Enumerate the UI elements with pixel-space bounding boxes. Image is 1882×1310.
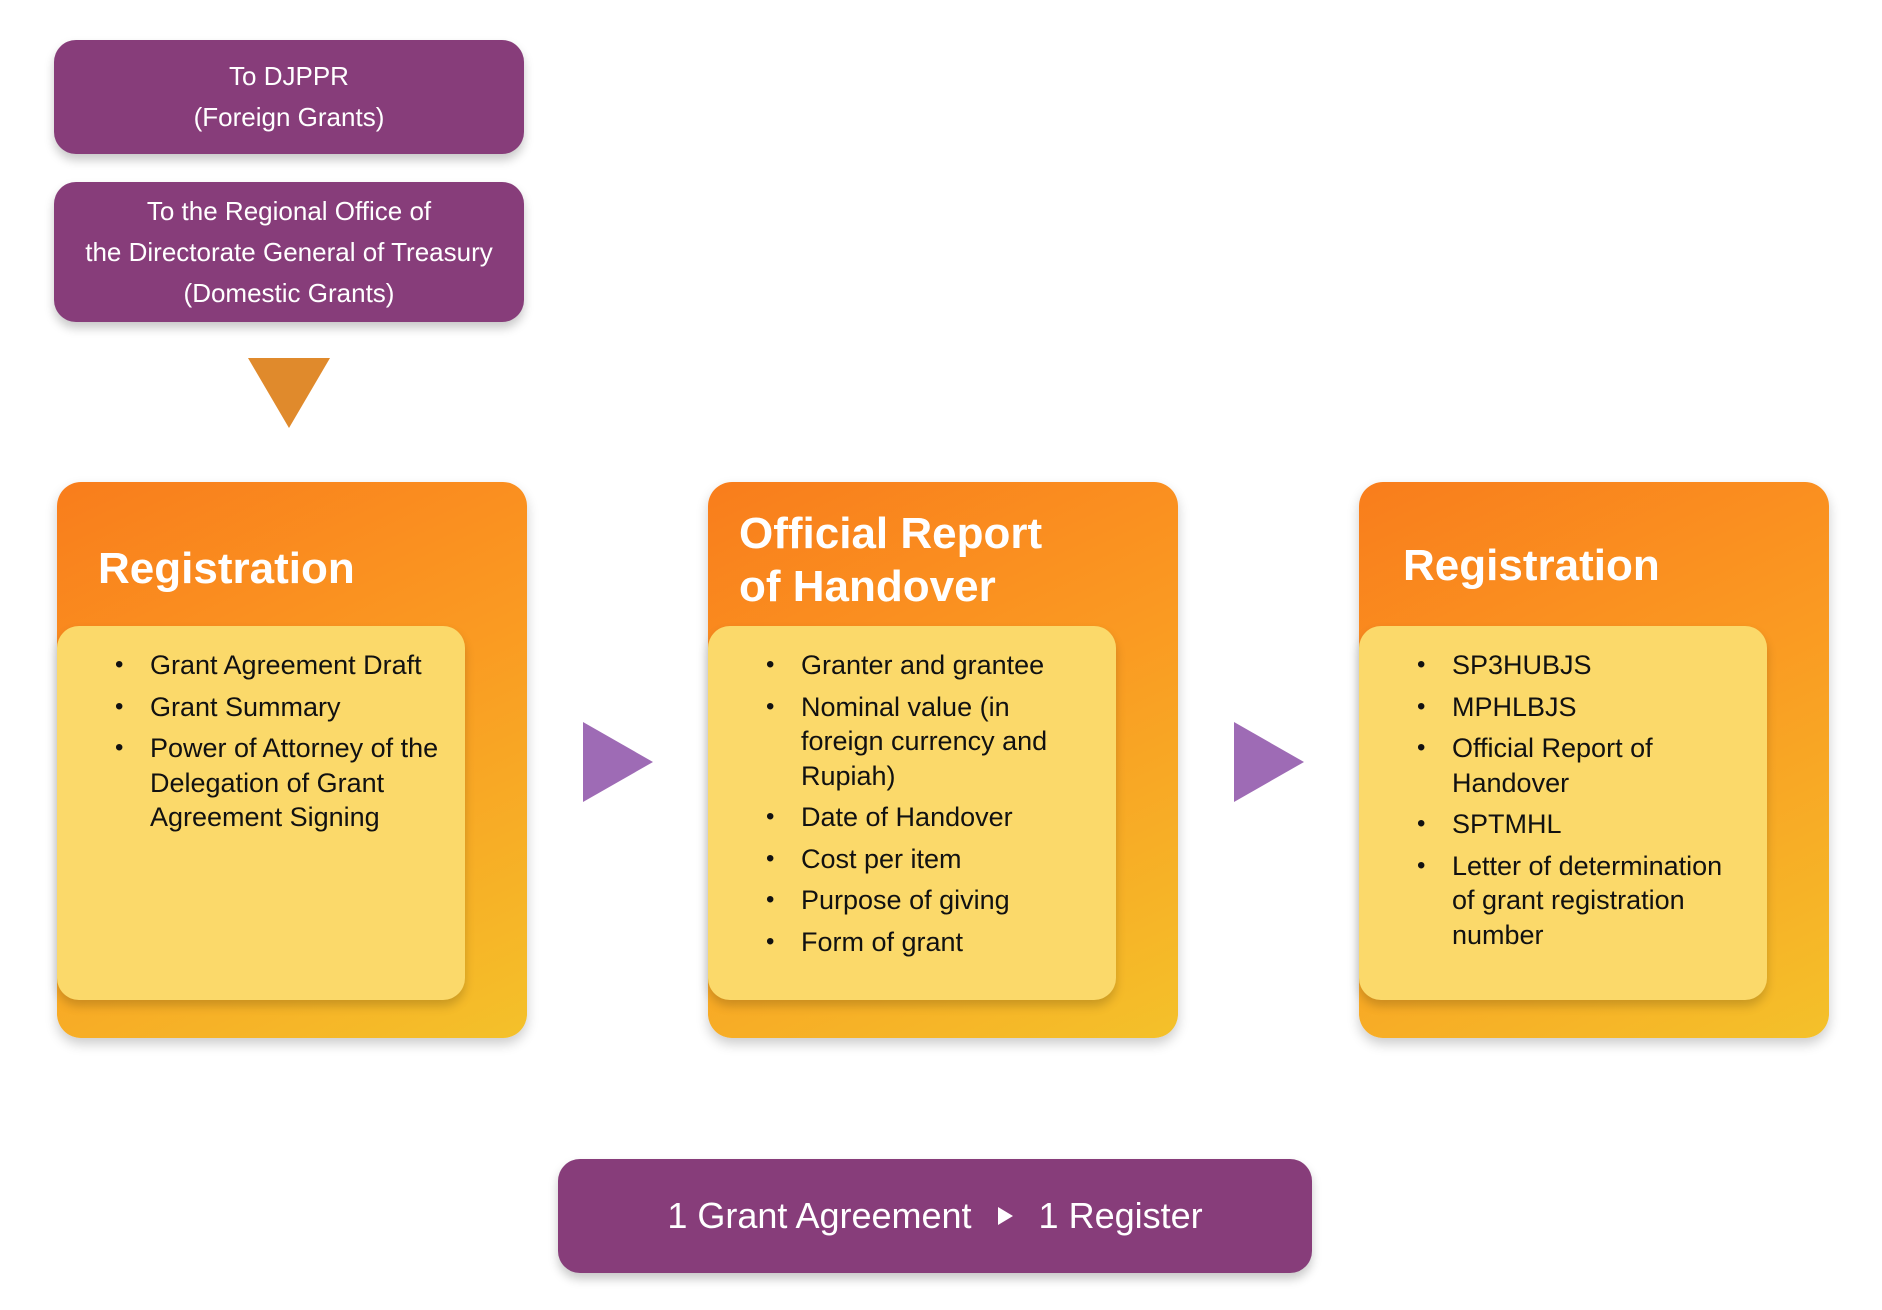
list-item: • Date of Handover xyxy=(766,800,1096,835)
list-item: • Grant Summary xyxy=(115,690,445,725)
list-item-text: Power of Attorney of the Delegation of G… xyxy=(150,733,439,832)
destination-text-line: To DJPPR xyxy=(229,61,349,91)
stage-title-line: Registration xyxy=(1403,541,1660,590)
list-item-text: Date of Handover xyxy=(801,802,1013,832)
stage-items-panel: • Grant Agreement Draft • Grant Summary • P… xyxy=(57,626,465,1000)
list-item-text: Letter of determination of grant registr… xyxy=(1452,850,1723,950)
summary-left-text: 1 Grant Agreement xyxy=(667,1195,972,1236)
bullet-icon: • xyxy=(115,734,124,761)
stage-title: Official Report of Handover xyxy=(739,507,1042,613)
destination-text-line: (Domestic Grants) xyxy=(183,277,395,308)
stage-title-line: of Handover xyxy=(739,562,996,611)
destination-regional-office-box: To the Regional Office of the Directorat… xyxy=(54,182,524,322)
stage-title-line: Registration xyxy=(98,544,355,593)
stage-card-registration: Registration • Grant Agreement Draft • Gra… xyxy=(57,482,527,1038)
bullet-icon: • xyxy=(1417,810,1426,837)
destination-djppr-box: To DJPPR (Foreign Grants) xyxy=(54,40,524,154)
stage-title-line: Official Report xyxy=(739,509,1043,558)
triangle-right-icon xyxy=(583,722,653,802)
list-item-text: Cost per item xyxy=(801,843,962,874)
bullet-icon: • xyxy=(1417,651,1426,678)
stage-title: Registration xyxy=(1403,539,1660,592)
destination-text-line: (Foreign Grants) xyxy=(193,102,385,132)
summary-banner: 1 Grant Agreement 1 Register xyxy=(558,1159,1312,1273)
list-item: • Official Report of Handover xyxy=(1417,731,1747,800)
bullet-icon: • xyxy=(115,692,124,720)
list-item: • Granter and grantee xyxy=(766,648,1096,683)
bullet-icon: • xyxy=(766,803,775,830)
list-item: • SP3HUBJS xyxy=(1417,648,1747,683)
list-item-text: Official Report of Handover xyxy=(1452,733,1653,798)
triangle-down-icon xyxy=(248,358,330,428)
bullet-icon: • xyxy=(766,844,775,872)
list-item-text: SPTMHL xyxy=(1452,809,1562,839)
bullet-icon: • xyxy=(1417,734,1426,761)
list-item-text: SP3HUBJS xyxy=(1452,650,1592,680)
triangle-right-icon xyxy=(1234,722,1304,802)
list-item: • Power of Attorney of the Delegation of … xyxy=(115,731,445,835)
destination-text-line: the Directorate General of Treasury xyxy=(85,236,493,267)
stage-items-list: • Grant Agreement Draft • Grant Summary • P… xyxy=(115,648,445,842)
stage-card-registration-final: Registration • SP3HUBJS • MPHLBJS • Officia… xyxy=(1359,482,1829,1038)
list-item-text: Form of grant xyxy=(801,926,964,957)
stage-items-panel: • Granter and grantee • Nominal value (in … xyxy=(708,626,1116,1000)
stage-card-official-report: Official Report of Handover • Granter and… xyxy=(708,482,1178,1038)
list-item: • Letter of determination of grant regist… xyxy=(1417,849,1747,953)
destination-text-line: To the Regional Office of xyxy=(146,195,432,226)
bullet-icon: • xyxy=(115,651,124,678)
list-item: • Purpose of giving xyxy=(766,883,1096,918)
bullet-icon: • xyxy=(1417,692,1426,720)
stage-title: Registration xyxy=(98,542,355,595)
list-item: • SPTMHL xyxy=(1417,807,1747,842)
bullet-icon: • xyxy=(766,927,775,955)
stage-items-panel: • SP3HUBJS • MPHLBJS • Official Report of H… xyxy=(1359,626,1767,1000)
list-item-text: Grant Summary xyxy=(150,691,341,722)
list-item: • Nominal value (in foreign currency and … xyxy=(766,690,1096,794)
stage-items-list: • SP3HUBJS • MPHLBJS • Official Report of H… xyxy=(1417,648,1747,959)
list-item-text: Nominal value (in foreign currency and R… xyxy=(801,691,1048,791)
bullet-icon: • xyxy=(766,692,775,720)
list-item-text: MPHLBJS xyxy=(1452,691,1577,722)
bullet-icon: • xyxy=(766,886,775,913)
list-item-text: Purpose of giving xyxy=(801,885,1010,915)
list-item: • Cost per item xyxy=(766,842,1096,877)
bullet-icon: • xyxy=(766,651,775,678)
summary-right-text: 1 Register xyxy=(1038,1195,1203,1236)
small-triangle-right-icon xyxy=(997,1207,1013,1225)
list-item: • Form of grant xyxy=(766,925,1096,960)
stage-items-list: • Granter and grantee • Nominal value (in … xyxy=(766,648,1096,966)
list-item-text: Grant Agreement Draft xyxy=(150,650,422,680)
list-item: • MPHLBJS xyxy=(1417,690,1747,725)
bullet-icon: • xyxy=(1417,851,1426,879)
list-item: • Grant Agreement Draft xyxy=(115,648,445,683)
list-item-text: Granter and grantee xyxy=(801,650,1045,680)
